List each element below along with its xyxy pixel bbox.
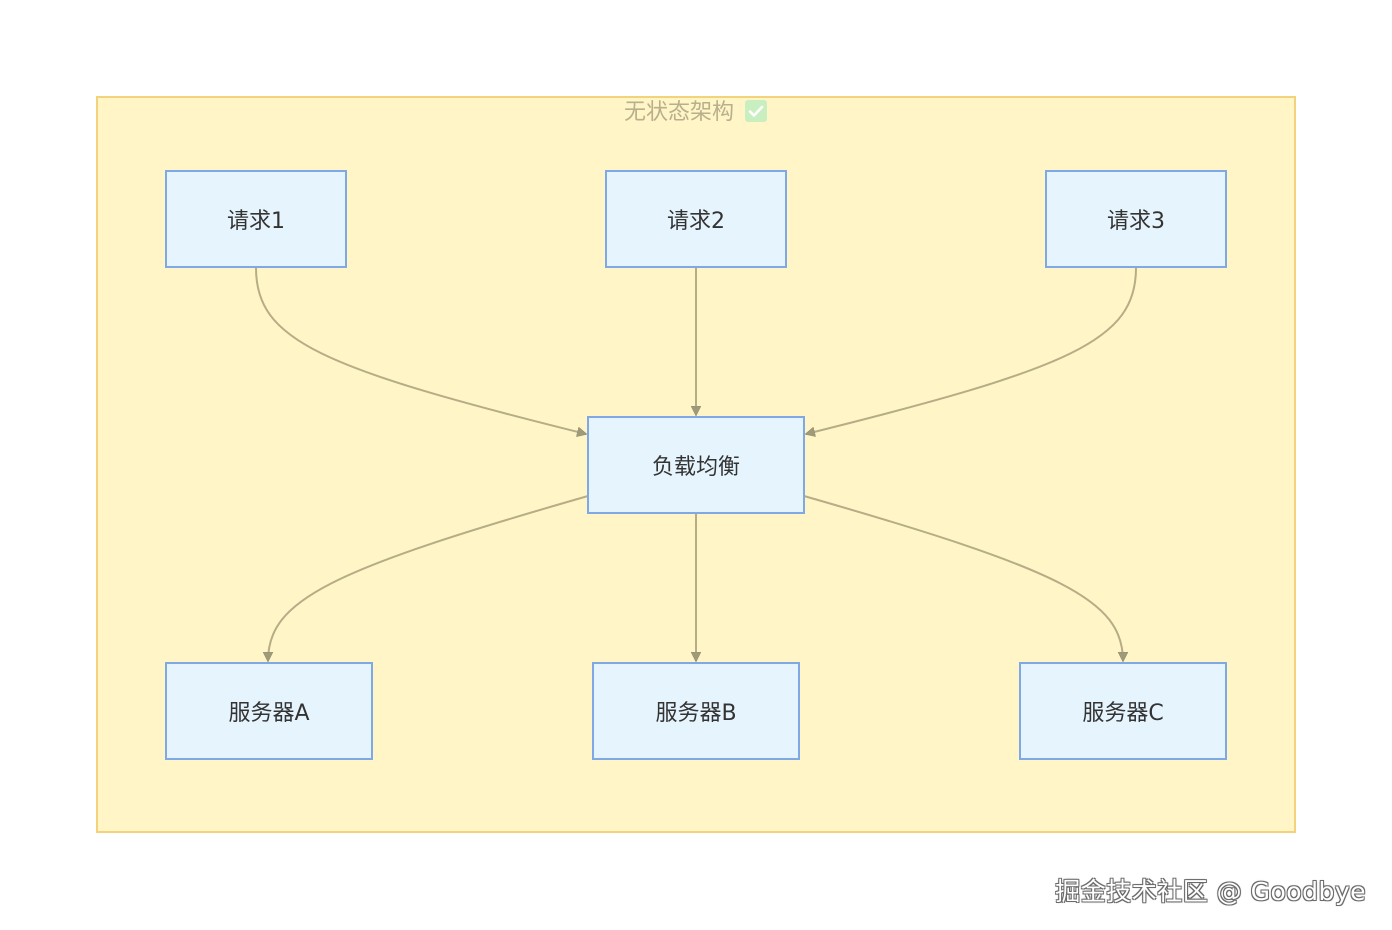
request-1-node: 请求1 [165, 170, 347, 268]
edge-req1-to-lb [255, 267, 586, 434]
server-b-node: 服务器B [592, 662, 800, 760]
load-balancer-node: 负载均衡 [587, 416, 805, 514]
request-3-label: 请求3 [1107, 209, 1165, 234]
cluster-title: 无状态架构 [0, 98, 1392, 128]
edge-req3-to-lb [806, 267, 1137, 434]
server-b-label: 服务器B [655, 701, 737, 726]
check-mark-icon [745, 100, 767, 122]
server-c-label: 服务器C [1082, 701, 1164, 726]
server-c-node: 服务器C [1019, 662, 1227, 760]
server-a-node: 服务器A [165, 662, 373, 760]
load-balancer-label: 负载均衡 [651, 455, 740, 480]
edge-lb-to-srvC [803, 495, 1123, 661]
request-3-node: 请求3 [1045, 170, 1227, 268]
request-2-label: 请求2 [667, 209, 725, 234]
edge-lb-to-srvA [268, 495, 589, 661]
server-a-label: 服务器A [228, 701, 310, 726]
watermark: 掘金技术社区 @ Goodbye [1055, 877, 1366, 906]
request-2-node: 请求2 [605, 170, 787, 268]
request-1-label: 请求1 [227, 209, 285, 234]
cluster-title-text: 无状态架构 [623, 100, 734, 125]
